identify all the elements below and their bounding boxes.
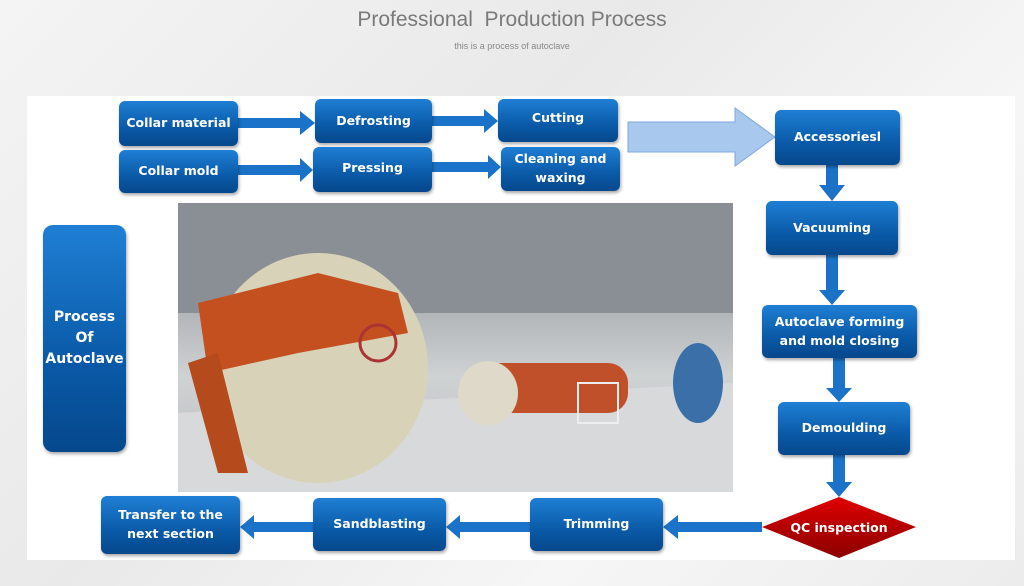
step-sandblasting: Sandblasting [313, 498, 446, 551]
step-pressing: Pressing [313, 147, 432, 192]
step-demoulding: Demoulding [778, 402, 910, 455]
step-autoclave-forming: Autoclave forming and mold closing [762, 305, 917, 358]
step-collar-material: Collar material [119, 101, 238, 146]
autoclave-photo [178, 203, 733, 492]
step-collar-mold: Collar mold [119, 150, 238, 193]
step-cutting: Cutting [498, 99, 618, 142]
step-cleaning-waxing: Cleaning and waxing [501, 147, 620, 191]
side-label-line: Of [75, 330, 94, 346]
step-vacuuming: Vacuuming [766, 201, 898, 255]
step-trimming: Trimming [530, 498, 663, 551]
step-qc-inspection: QC inspection [790, 520, 888, 535]
side-label-line: Process [53, 309, 116, 325]
page-title: Professional Production Process [357, 8, 667, 31]
side-label-line: Autoclave [45, 351, 124, 367]
qc-diamond [762, 497, 916, 558]
step-accessories: Accessoriesl [775, 110, 900, 165]
page-subtitle: this is a process of autoclave [454, 41, 570, 51]
step-defrosting: Defrosting [315, 99, 432, 143]
step-transfer: Transfer to the next section [101, 496, 240, 554]
